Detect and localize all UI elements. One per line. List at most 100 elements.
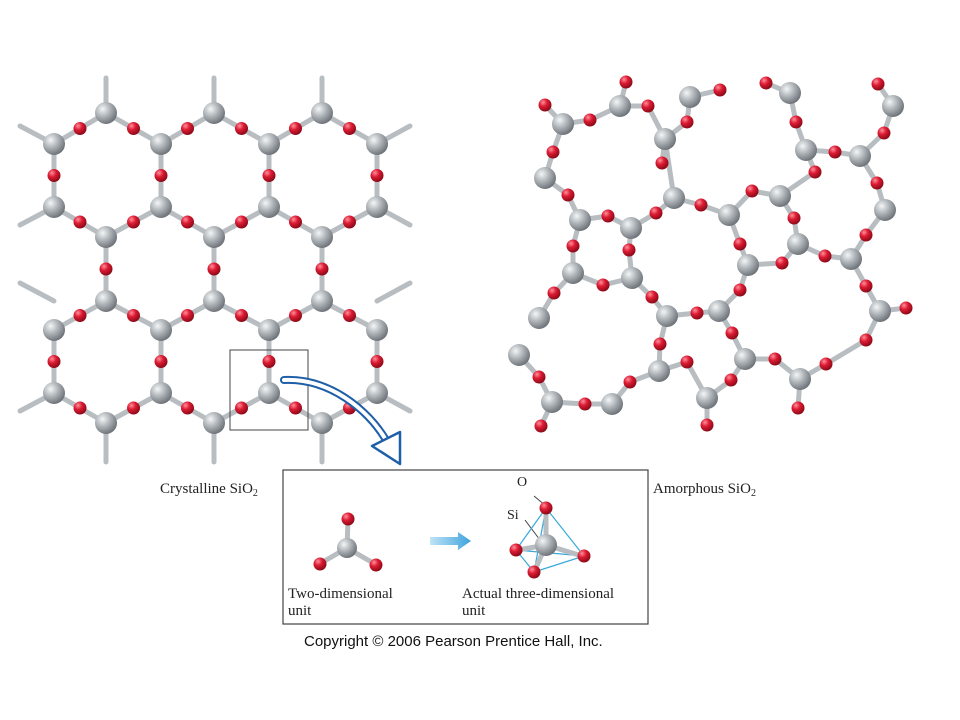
silicon-atom bbox=[601, 393, 623, 415]
silicon-atom bbox=[874, 199, 896, 221]
silicon-atom bbox=[779, 82, 801, 104]
oxygen-atom bbox=[871, 77, 885, 91]
silicon-atom bbox=[849, 145, 871, 167]
oxygen-atom bbox=[127, 401, 140, 415]
silicon-atom bbox=[609, 95, 631, 117]
oxygen-atom bbox=[623, 375, 637, 389]
oxygen-atom bbox=[700, 418, 714, 432]
silicon-atom bbox=[562, 262, 584, 284]
oxygen-atom bbox=[733, 237, 747, 251]
oxygen-atom bbox=[343, 309, 356, 322]
crystalline-atoms bbox=[43, 102, 388, 434]
bond bbox=[823, 337, 869, 367]
silicon-atom bbox=[203, 290, 225, 312]
silicon-atom bbox=[150, 196, 172, 218]
oxygen-atom bbox=[601, 209, 615, 223]
silicon-atom bbox=[769, 185, 791, 207]
silicon-atom bbox=[258, 319, 280, 341]
oxygen-atom bbox=[583, 113, 597, 127]
oxygen-atom bbox=[713, 83, 727, 97]
oxygen-atom bbox=[789, 115, 803, 129]
oxygen-atom bbox=[262, 355, 276, 368]
amorphous-label: Amorphous SiO2 bbox=[653, 481, 756, 499]
oxygen-atom bbox=[596, 278, 610, 292]
oxygen-atom bbox=[725, 326, 739, 340]
silicon-atom bbox=[541, 391, 563, 413]
silicon-atom bbox=[43, 382, 65, 404]
oxygen-atom bbox=[899, 301, 913, 315]
oxygen-atom bbox=[655, 156, 669, 170]
silicon-atom bbox=[708, 300, 730, 322]
oxygen-atom bbox=[787, 211, 801, 225]
oxygen-atom bbox=[745, 184, 759, 198]
silicon-atom bbox=[337, 538, 357, 558]
oxygen-atom bbox=[315, 262, 329, 276]
oxygen-atom bbox=[181, 122, 194, 135]
amorphous-atoms bbox=[508, 75, 913, 433]
oxygen-atom bbox=[73, 122, 87, 135]
oxygen-atom bbox=[561, 188, 575, 202]
silicon-atom bbox=[150, 133, 172, 155]
silicon-atom bbox=[787, 233, 809, 255]
oxygen-atom bbox=[370, 355, 384, 368]
highlight-box bbox=[229, 349, 309, 431]
oxygen-atom bbox=[619, 75, 633, 89]
oxygen-atom bbox=[181, 215, 194, 229]
oxygen-atom bbox=[527, 565, 541, 579]
silicon-atom bbox=[203, 412, 225, 434]
oxygen-atom bbox=[235, 401, 248, 415]
zoom-arrow bbox=[280, 375, 402, 466]
silicon-atom bbox=[43, 196, 65, 218]
oxygen-atom bbox=[534, 419, 548, 433]
silicon-atom bbox=[95, 290, 117, 312]
oxygen-atom bbox=[808, 165, 822, 179]
silicon-atom bbox=[311, 226, 333, 248]
oxygen-atom bbox=[877, 126, 891, 140]
oxygen-atom bbox=[768, 352, 782, 366]
oxygen-atom bbox=[73, 309, 87, 322]
silicon-atom bbox=[621, 267, 643, 289]
silicon-atom bbox=[366, 382, 388, 404]
silicon-atom bbox=[663, 187, 685, 209]
oxygen-atom bbox=[127, 122, 140, 135]
oxygen-atom bbox=[99, 262, 113, 276]
silicon-atom bbox=[43, 133, 65, 155]
silicon-atom bbox=[528, 307, 550, 329]
oxygen-atom bbox=[341, 512, 355, 526]
oxygen-atom bbox=[289, 401, 302, 415]
oxygen-atom bbox=[532, 370, 546, 384]
arrow-head-icon bbox=[370, 430, 402, 466]
bond bbox=[374, 280, 413, 304]
oxygen-atom bbox=[235, 215, 248, 229]
oxygen-atom bbox=[539, 501, 553, 515]
copyright-notice: Copyright © 2006 Pearson Prentice Hall, … bbox=[304, 633, 603, 650]
oxygen-atom bbox=[289, 215, 302, 229]
silicon-atom bbox=[311, 412, 333, 434]
two-dimensional-caption: Two-dimensional unit bbox=[288, 586, 393, 619]
two-dimensional-unit bbox=[313, 512, 383, 572]
oxygen-atom bbox=[313, 557, 327, 571]
silicon-atom bbox=[43, 319, 65, 341]
oxygen-atom bbox=[819, 357, 833, 371]
silicon-atom bbox=[366, 133, 388, 155]
silicon-atom bbox=[366, 196, 388, 218]
oxygen-atom bbox=[289, 122, 302, 135]
silicon-atom bbox=[311, 102, 333, 124]
oxygen-atom bbox=[127, 309, 140, 322]
silicon-atom bbox=[508, 344, 530, 366]
oxygen-atom bbox=[47, 169, 61, 182]
silicon-atom bbox=[737, 254, 759, 276]
oxygen-tag: O bbox=[517, 475, 528, 490]
oxygen-atom bbox=[369, 558, 383, 572]
oxygen-atom bbox=[622, 243, 636, 257]
crystalline-label: Crystalline SiO2 bbox=[160, 481, 258, 499]
oxygen-atom bbox=[653, 337, 667, 351]
silicon-atom bbox=[620, 217, 642, 239]
oxygen-atom bbox=[733, 283, 747, 297]
oxygen-atom bbox=[509, 543, 523, 557]
oxygen-atom bbox=[73, 401, 87, 415]
oxygen-atom bbox=[775, 256, 789, 270]
oxygen-atom bbox=[859, 228, 873, 242]
oxygen-atom bbox=[641, 99, 655, 113]
silicon-atom bbox=[150, 382, 172, 404]
